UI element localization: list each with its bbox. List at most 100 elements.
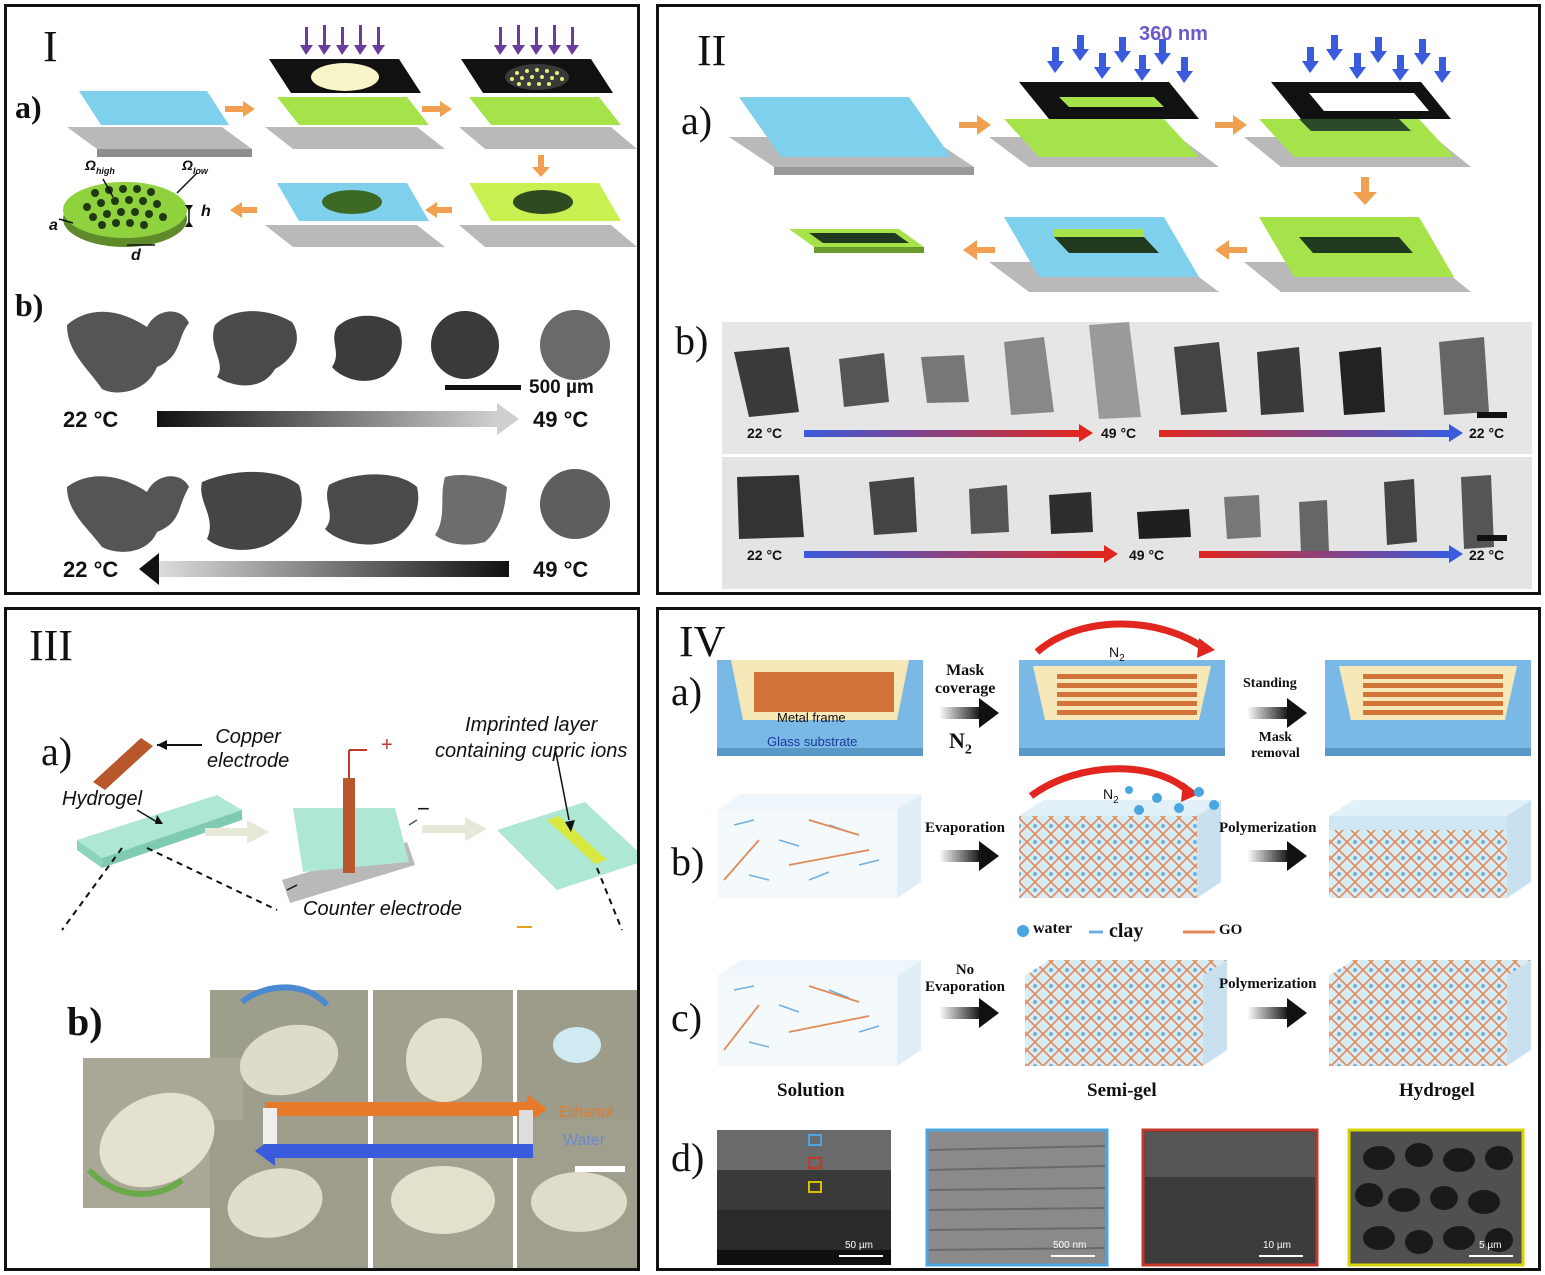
p2-step4 bbox=[1244, 217, 1471, 292]
p1-arrow-4 bbox=[230, 202, 257, 218]
p4-glass-substrate: Glass substrate bbox=[767, 734, 858, 749]
panel-1-a-label: a) bbox=[15, 89, 42, 125]
p1-released-disc bbox=[58, 172, 198, 247]
panel-3-schematic bbox=[61, 738, 637, 1268]
p4-mask-removal: Mask removal bbox=[1251, 730, 1300, 762]
p4-mask-removal-line-2: removal bbox=[1251, 746, 1300, 761]
p3-photo-tiles bbox=[83, 990, 637, 1268]
panel-2: II a) b) bbox=[656, 4, 1541, 595]
p4-scale-1: 50 µm bbox=[845, 1240, 873, 1251]
p1-arrow-1 bbox=[225, 101, 255, 117]
p1-omega-low: Ωlow bbox=[182, 157, 208, 176]
p2-r1-right: 22 °C bbox=[1469, 425, 1505, 441]
p3-zoom-line-2 bbox=[146, 847, 278, 911]
p4-mask-line-1: Mask bbox=[946, 662, 985, 679]
panel-3-numeral: III bbox=[29, 621, 73, 670]
p1-temp-high-2: 49 °C bbox=[533, 557, 589, 582]
p1-arrow-2 bbox=[422, 101, 452, 117]
p1-step1-substrate bbox=[67, 91, 252, 157]
p2-r2-right: 22 °C bbox=[1469, 547, 1505, 563]
p2-uv-arrows-1 bbox=[1047, 35, 1193, 83]
p2-arrow-1 bbox=[959, 115, 991, 135]
p2-scale-bar-2 bbox=[1477, 535, 1507, 541]
p4-legend bbox=[1017, 925, 1215, 937]
p3-bend-arrow-1 bbox=[240, 984, 330, 1008]
panel-1: I a) b) bbox=[4, 4, 640, 595]
p2-gradient-arrows-1 bbox=[804, 424, 1463, 442]
panel-3: III a) b) bbox=[4, 607, 640, 1271]
p2-arrow-4 bbox=[963, 240, 995, 260]
p4-b-hydrogel bbox=[1329, 800, 1531, 898]
p1-dim-d: d bbox=[131, 247, 141, 264]
panel-4-schematic bbox=[717, 620, 1531, 1267]
p1-temp-high-1: 49 °C bbox=[533, 407, 589, 432]
p4-solution: Solution bbox=[777, 1080, 845, 1101]
p4-b-arrow-2 bbox=[1247, 841, 1307, 871]
p3-zoom-line-3 bbox=[596, 867, 623, 931]
p1-scale-label: 500 µm bbox=[529, 377, 594, 398]
p4-c-hydrogel bbox=[1329, 960, 1531, 1066]
p4-sem-images bbox=[717, 1128, 1525, 1267]
p2-shapes-row-1 bbox=[734, 322, 1489, 419]
p3-scale-bar bbox=[575, 1166, 625, 1172]
p4-polymerization-b: Polymerization bbox=[1219, 820, 1317, 836]
panel-4-a-label: a) bbox=[671, 669, 703, 714]
p2-step2 bbox=[989, 82, 1219, 167]
p1-temp-low-2: 22 °C bbox=[63, 557, 119, 582]
p3-arrow-1 bbox=[205, 820, 269, 844]
p4-standing: Standing bbox=[1243, 676, 1297, 691]
p3-imprinted-line-1: Imprinted layer bbox=[465, 714, 598, 736]
p4-polymerization-c: Polymerization bbox=[1219, 976, 1317, 992]
p2-gradient-arrows-2 bbox=[804, 545, 1463, 563]
panel-2-schematic bbox=[722, 35, 1532, 589]
panel-4-d-label: d) bbox=[671, 1135, 705, 1180]
p2-r1-mid: 49 °C bbox=[1101, 425, 1137, 441]
p4-no-evap-line-1: No bbox=[955, 962, 975, 978]
p4-a-step1 bbox=[717, 660, 923, 756]
p1-gel-row-2 bbox=[67, 469, 610, 552]
panel-4-b-label: b) bbox=[671, 839, 705, 884]
panel-2-numeral: II bbox=[697, 26, 727, 75]
p2-wavelength: 360 nm bbox=[1139, 23, 1208, 45]
p4-a-step3 bbox=[1325, 660, 1531, 756]
p3-minus: − bbox=[417, 796, 430, 821]
p4-semi-gel: Semi-gel bbox=[1087, 1080, 1157, 1101]
p4-a-step2 bbox=[1019, 620, 1225, 756]
p4-hydrogel: Hydrogel bbox=[1399, 1080, 1475, 1101]
p3-hydrogel-label: Hydrogel bbox=[62, 788, 143, 810]
p1-step4 bbox=[459, 183, 637, 247]
p1-uv-arrows-2 bbox=[494, 25, 579, 55]
panel-1-b-label: b) bbox=[15, 287, 44, 323]
p3-imprinted-label: Imprinted layer containing cupric ions bbox=[435, 712, 627, 764]
p4-n2-big: N2 bbox=[949, 728, 972, 758]
p4-b-solution bbox=[717, 794, 921, 898]
p3-copper-line-1: Copper bbox=[215, 726, 281, 748]
p4-c-solution bbox=[717, 960, 921, 1066]
p3-bend-arrow-2 bbox=[86, 1167, 184, 1197]
p3-water: Water bbox=[563, 1132, 606, 1149]
p4-n2-a: N2 bbox=[1109, 644, 1125, 664]
p1-omega-high: Ωhigh bbox=[85, 157, 115, 176]
p3-step3 bbox=[497, 747, 637, 890]
p4-scale-3: 10 µm bbox=[1263, 1240, 1291, 1251]
panel-4-c-label: c) bbox=[671, 995, 703, 1040]
p2-step5 bbox=[989, 217, 1219, 292]
p3-arrow-2 bbox=[422, 817, 487, 841]
p4-evaporation: Evaporation bbox=[925, 820, 1006, 836]
p2-step3 bbox=[1244, 82, 1471, 167]
panel-3-a-label: a) bbox=[41, 729, 73, 774]
p2-scale-bar-1 bbox=[1477, 412, 1507, 418]
p4-legend-clay: clay bbox=[1109, 920, 1144, 942]
p4-mask-line-2: coverage bbox=[935, 680, 996, 697]
p4-b-arrow-1 bbox=[939, 841, 999, 871]
panel-4-numeral: IV bbox=[679, 617, 726, 666]
p4-n2-b: N2 bbox=[1103, 786, 1119, 806]
p2-r2-left: 22 °C bbox=[747, 547, 783, 563]
p4-scale-2: 500 nm bbox=[1053, 1240, 1087, 1251]
p2-step1 bbox=[729, 97, 974, 175]
p3-zoom-line-1 bbox=[61, 847, 123, 931]
p4-a-arrow-1 bbox=[939, 698, 999, 728]
p2-strip bbox=[789, 229, 924, 253]
p4-a-arrow-2 bbox=[1247, 698, 1307, 728]
p4-c-arrow-1 bbox=[939, 998, 999, 1028]
